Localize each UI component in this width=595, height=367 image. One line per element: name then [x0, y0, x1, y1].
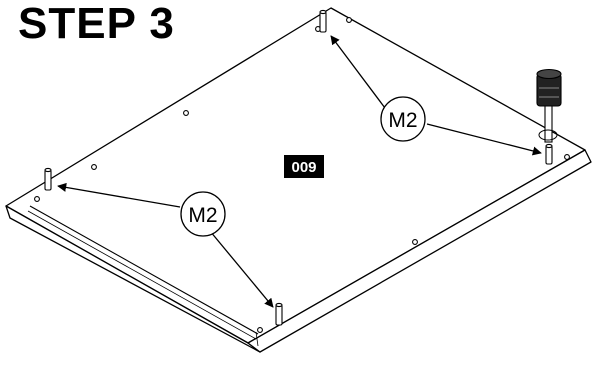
- callout-arrows: [57, 35, 542, 308]
- callout-m2-bottom: M2: [180, 191, 226, 237]
- panel-code-label: 009: [284, 155, 324, 178]
- panel-code: 009: [291, 159, 316, 176]
- dowel-pin: [44, 167, 52, 191]
- callout-label: M2: [388, 109, 417, 132]
- callout-label: M2: [188, 204, 217, 227]
- dowel-pin: [275, 302, 283, 326]
- dowel-pin: [545, 143, 553, 165]
- panel-board: [5, 7, 592, 353]
- dowel-pin: [319, 9, 327, 33]
- callout-m2-top: M2: [380, 96, 426, 142]
- hammer-icon: [536, 68, 562, 143]
- step-title: STEP 3: [18, 0, 175, 48]
